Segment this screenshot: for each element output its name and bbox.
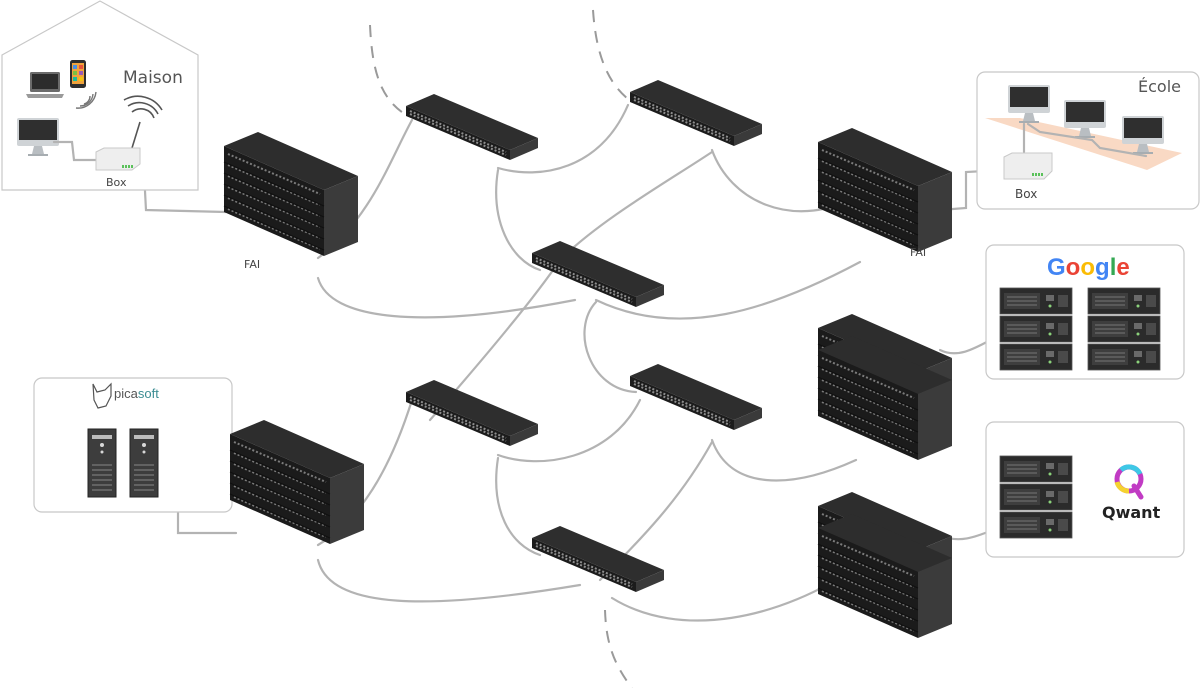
picasoft-logo-text: picasoft bbox=[114, 386, 159, 401]
tower-server-icon bbox=[129, 428, 159, 498]
home-building: Maison bbox=[1, 0, 199, 191]
external-link-dashed bbox=[369, 24, 409, 117]
google-logo: Google bbox=[1047, 254, 1130, 281]
router-icon bbox=[1003, 152, 1053, 180]
qwant-logo-icon bbox=[1114, 464, 1144, 500]
wifi-antenna-icon bbox=[123, 95, 163, 149]
network-switch-icon bbox=[531, 240, 665, 308]
network-switch-icon bbox=[629, 363, 763, 431]
network-switch-icon bbox=[405, 379, 539, 447]
server-rack-icon bbox=[229, 419, 365, 545]
qwant-datacenter-panel: Qwant bbox=[985, 421, 1185, 558]
google-datacenter-panel: Google bbox=[985, 244, 1185, 380]
home-box-label: Box bbox=[106, 176, 127, 189]
school-desk bbox=[985, 118, 1182, 170]
network-switch-icon bbox=[629, 79, 763, 147]
isp-label-left: FAI bbox=[244, 258, 260, 271]
network-switch-icon bbox=[405, 93, 539, 161]
server-rack-icon bbox=[817, 491, 953, 639]
smartphone-icon bbox=[70, 60, 86, 88]
server-blade-stack bbox=[999, 455, 1073, 539]
server-rack-icon bbox=[223, 131, 359, 257]
laptop-icon bbox=[26, 72, 64, 98]
picasoft-fox-logo bbox=[92, 382, 112, 409]
isp-label-right: FAI bbox=[910, 246, 926, 259]
server-rack-icon bbox=[817, 127, 953, 253]
server-rack-icon bbox=[817, 313, 953, 461]
tower-server-icon bbox=[87, 428, 117, 498]
school-label: École bbox=[1138, 77, 1181, 96]
picasoft-panel: picasoft bbox=[33, 377, 233, 513]
school-box-label: Box bbox=[1015, 187, 1037, 201]
external-link-dashed bbox=[592, 9, 633, 103]
wifi-signal-icon bbox=[75, 91, 97, 109]
qwant-logo-text: Qwant bbox=[1102, 503, 1161, 522]
home-label: Maison bbox=[123, 68, 183, 88]
external-link-dashed bbox=[604, 609, 633, 688]
router-icon bbox=[95, 147, 141, 171]
school-panel: École Box bbox=[976, 71, 1200, 210]
